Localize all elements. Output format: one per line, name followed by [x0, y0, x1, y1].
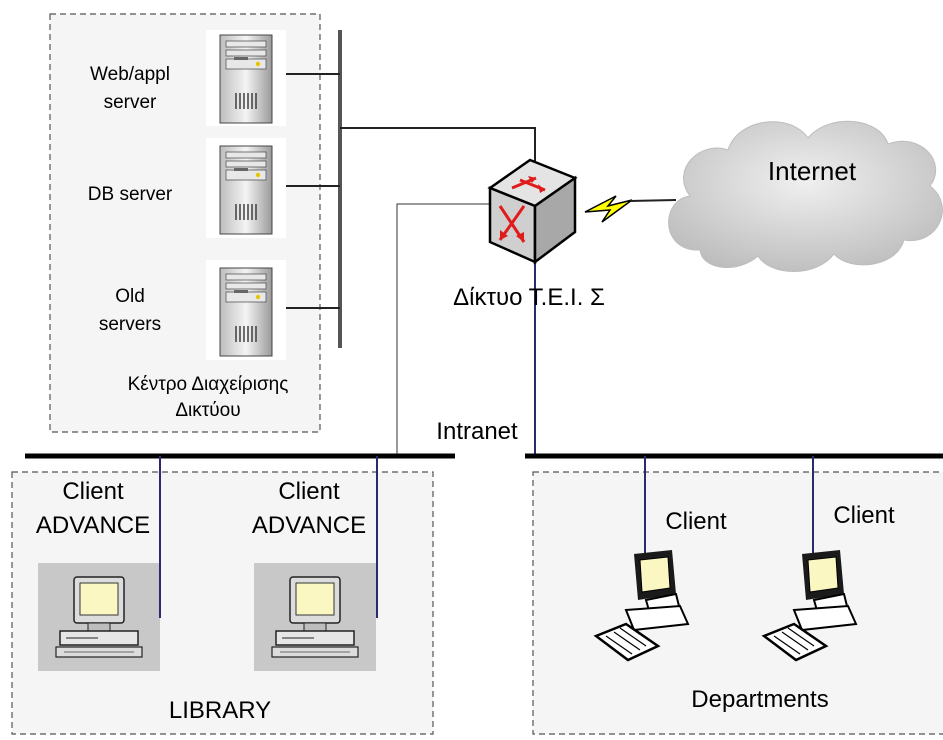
departments-box: [532, 471, 943, 735]
dept-client-1-label: Client: [665, 508, 727, 535]
internet-label: Internet: [767, 156, 857, 186]
library-label: LIBRARY: [168, 697, 272, 724]
intranet-label: Intranet: [436, 418, 518, 445]
library-client-1-pc-icon: [37, 562, 161, 672]
library-client-2-pc-icon: [253, 562, 377, 672]
server-group-caption-line2: Δικτύου: [175, 400, 241, 421]
db-server-icon: [206, 138, 286, 238]
server-3-label-line1: Old: [115, 286, 145, 307]
library-client-2-line2: ADVANCE: [251, 512, 367, 539]
server-router-link: [340, 127, 536, 165]
router-icon: [487, 158, 578, 265]
old-servers-icon: [206, 260, 286, 360]
server-2-label: DB server: [87, 184, 173, 205]
lightning-icon: [584, 195, 633, 223]
library-client-2-line1: Client: [278, 478, 340, 505]
router-label: Δίκτυο Τ.Ε.Ι. Σ: [453, 284, 605, 311]
server-1-label-line2: server: [103, 92, 157, 113]
departments-label: Departments: [691, 686, 829, 713]
web-server-icon: [206, 30, 286, 126]
internet-cloud-icon: [668, 120, 943, 272]
server-3-label-line2: servers: [98, 314, 162, 335]
dept-client-2-label: Client: [833, 502, 895, 529]
router-library-link: [396, 203, 495, 455]
library-client-1-line1: Client: [62, 478, 124, 505]
library-client-1-line2: ADVANCE: [35, 512, 151, 539]
server-1-label-line1: Web/appl: [90, 64, 170, 85]
internet-link: [629, 199, 677, 202]
server-group-caption-line1: Κέντρο Διαχείρισης: [127, 374, 289, 395]
